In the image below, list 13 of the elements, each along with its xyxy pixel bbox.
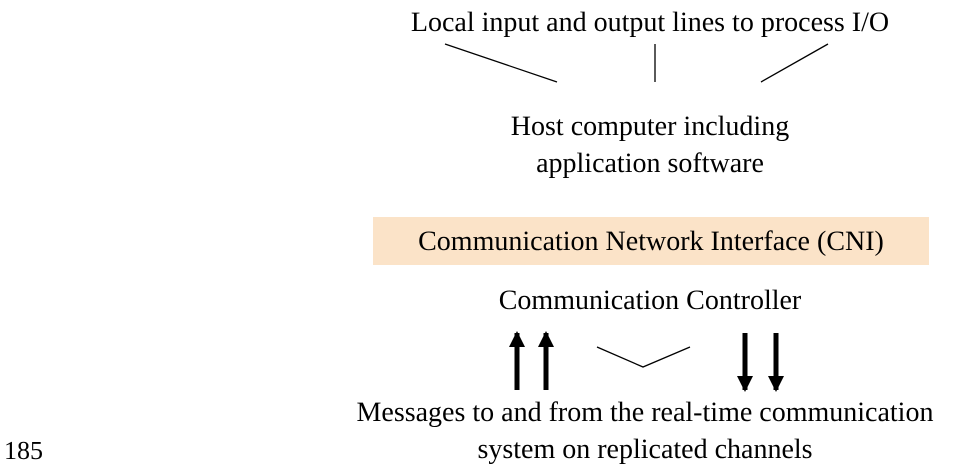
page-number: 185	[4, 436, 43, 466]
arrow	[509, 331, 525, 390]
arrow	[768, 333, 784, 392]
interface-band: Communication Network Interface (CNI)	[373, 217, 929, 265]
connector-line	[760, 43, 828, 83]
connector-line	[654, 44, 656, 82]
messages-label: Messages to and from the real-time communication system on replicated channels	[350, 390, 940, 466]
arrow	[538, 331, 554, 390]
host-computer-label: Host computer including application software	[470, 82, 830, 187]
arrow	[737, 333, 753, 392]
controller-label: Communication Controller	[400, 280, 900, 333]
connector-line	[444, 43, 558, 83]
io-lines-label: Local input and output lines to process I/O	[360, 4, 940, 44]
